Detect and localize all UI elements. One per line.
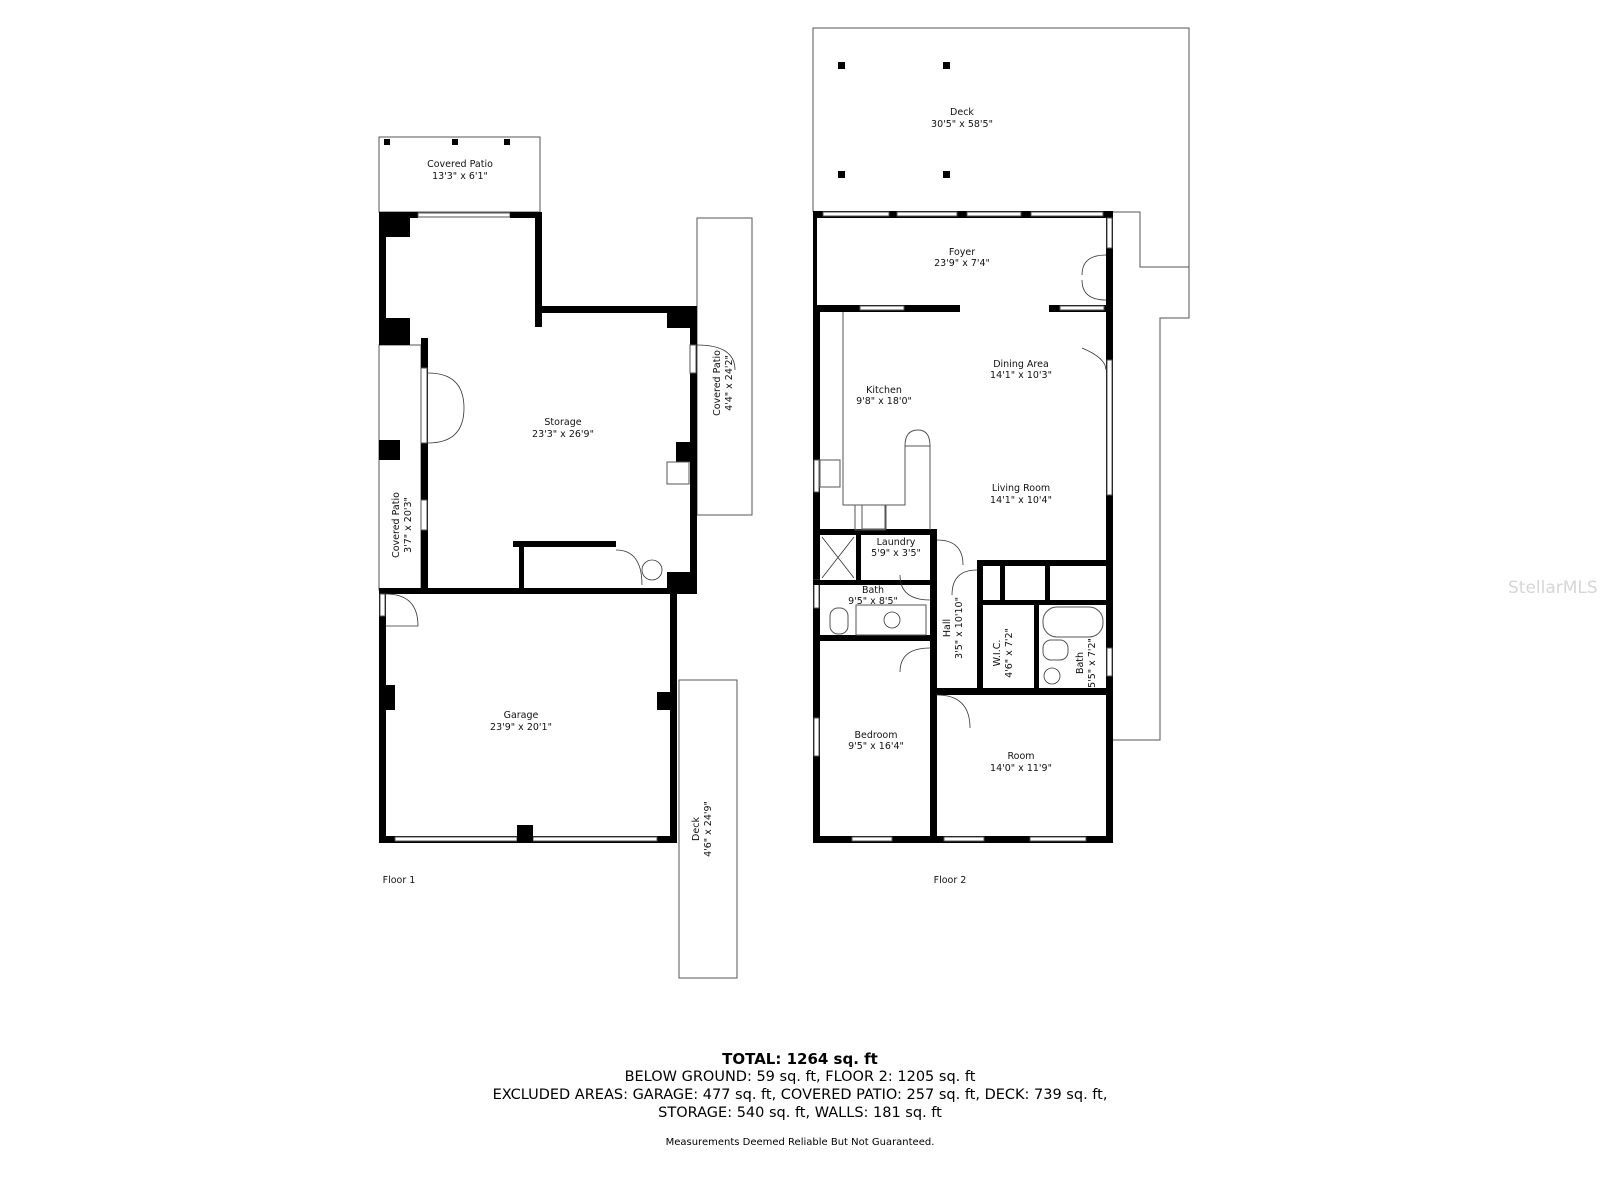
room-dims: 3'5" x 10'10": [954, 597, 965, 659]
room-dims: 5'9" x 3'5": [871, 548, 921, 559]
disclaimer: Measurements Deemed Reliable But Not Gua…: [665, 1137, 935, 1148]
room-name: Deck: [691, 817, 702, 841]
area-breakdown: BELOW GROUND: 59 sq. ft, FLOOR 2: 1205 s…: [624, 1069, 976, 1085]
room-name: Storage: [544, 417, 581, 428]
watermark: StellarMLS: [1508, 578, 1598, 598]
room-name: Deck: [950, 107, 974, 118]
room-name: Living Room: [992, 483, 1050, 494]
room-name: Bedroom: [855, 730, 898, 741]
covered-patio-top-outline: [378, 136, 541, 213]
room-name: W.I.C.: [992, 640, 1003, 667]
room-name: Bath: [1075, 652, 1086, 674]
room-dims: 14'1" x 10'3": [990, 370, 1052, 381]
room-name: Covered Patio: [427, 159, 493, 170]
room-dims: 23'9" x 20'1": [490, 722, 552, 733]
room-name: Covered Patio: [391, 492, 402, 558]
room-dims: 4'4" x 24'2": [724, 355, 735, 411]
room-name: Kitchen: [866, 385, 902, 396]
floor-2-walls: [813, 211, 1113, 843]
room-name: Room: [1007, 751, 1034, 762]
room-name: Hall: [942, 619, 953, 637]
room-dims: 5'5" x 7'2": [1087, 638, 1098, 688]
room-name: Laundry: [877, 537, 916, 548]
garage-walls: [379, 588, 697, 843]
room-name: Bath: [862, 585, 884, 596]
excluded-areas-continued: STORAGE: 540 sq. ft, WALLS: 181 sq. ft: [658, 1105, 942, 1121]
deck-top-outline: [812, 27, 1190, 741]
room-name: Dining Area: [993, 359, 1049, 370]
room-dims: 9'5" x 16'4": [848, 741, 904, 752]
room-dims: 14'1" x 10'4": [990, 495, 1052, 506]
room-name: Garage: [504, 710, 539, 721]
room-dims: 4'6" x 7'2": [1004, 628, 1015, 678]
room-dims: 13'3" x 6'1": [432, 171, 488, 182]
room-dims: 9'5" x 8'5": [848, 596, 898, 607]
floor-2-label: Floor 2: [934, 875, 967, 886]
room-name: Covered Patio: [712, 350, 723, 416]
storage-walls: [379, 212, 736, 593]
floor-1-plan: Covered Patio 13'3" x 6'1" Storage 23'3"…: [378, 136, 753, 979]
room-dims: 3'7" x 20'3": [403, 497, 414, 553]
room-dims: 23'9" x 7'4": [934, 258, 990, 269]
room-dims: 14'0" x 11'9": [990, 763, 1052, 774]
room-dims: 30'5" x 58'5": [931, 119, 993, 130]
room-dims: 9'8" x 18'0": [856, 396, 912, 407]
room-name: Foyer: [949, 247, 975, 258]
floor-2-plan: Deck 30'5" x 58'5" Foyer 23'9" x 7'4" Di…: [812, 27, 1190, 886]
total-area: TOTAL: 1264 sq. ft: [722, 1050, 878, 1068]
deck-lower-outline: [678, 679, 738, 979]
floor-1-label: Floor 1: [383, 875, 416, 886]
room-dims: 23'3" x 26'9": [532, 429, 594, 440]
room-dims: 4'6" x 24'9": [703, 801, 714, 857]
excluded-areas: EXCLUDED AREAS: GARAGE: 477 sq. ft, COVE…: [492, 1087, 1108, 1103]
